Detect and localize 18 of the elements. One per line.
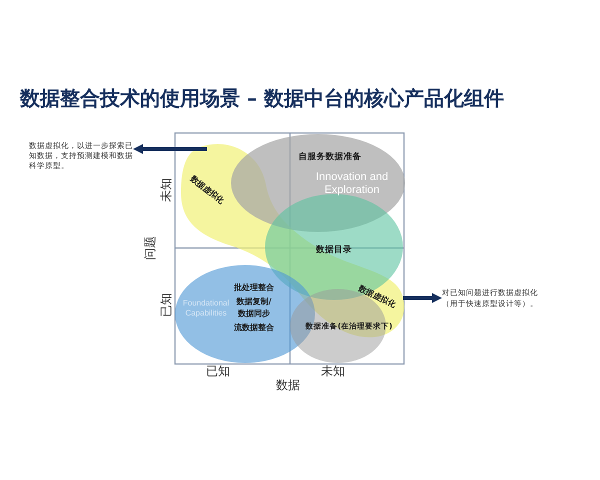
- region-label: 数据目录: [316, 244, 352, 256]
- title: 数据整合技术的使用场景 – 数据中台的核心产品化组件: [20, 86, 504, 110]
- axis-label: 未知: [321, 364, 345, 378]
- region-label: 流数据整合: [234, 323, 274, 333]
- region-label: 自服务数据准备: [298, 152, 362, 162]
- axis-title: 数据: [276, 378, 300, 392]
- quadrant-label: Innovation and Exploration: [314, 170, 390, 198]
- region-label: 数据虚拟化: [356, 284, 398, 310]
- arrow: [403, 293, 442, 303]
- region-label: 数据复制/数据同步: [236, 296, 272, 320]
- axis-label: 未知: [158, 178, 174, 202]
- region-label: 数据虚拟化: [188, 174, 226, 206]
- axis-label: 已知: [206, 364, 230, 378]
- quadrant-label: Foundational Capabilities: [182, 298, 230, 318]
- axis-title: 问题: [142, 236, 158, 260]
- arrow: [133, 144, 207, 154]
- region-label: 批处理整合: [234, 283, 274, 293]
- axis-label: 已知: [158, 293, 174, 317]
